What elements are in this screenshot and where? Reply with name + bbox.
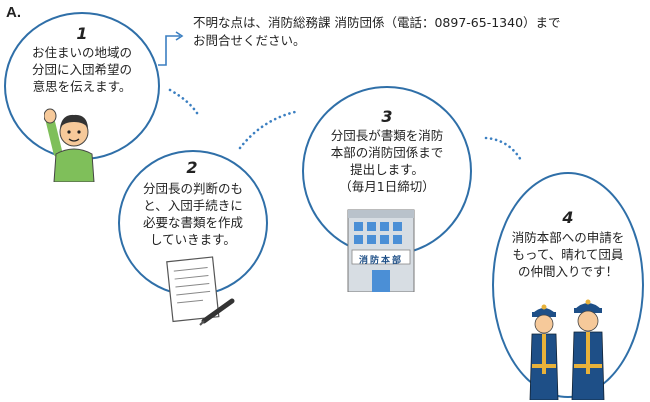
- fire-department-building-icon: [347, 209, 415, 292]
- step-1-number: 1: [76, 24, 88, 43]
- note-arrow: [158, 35, 180, 66]
- note-arrow-head: [175, 31, 184, 41]
- step-1-text: お住まいの地域の 分団に入団希望の 意思を伝えます。: [31, 45, 132, 94]
- step-4-number: 4: [562, 208, 574, 227]
- dotted-connector-1-2: [168, 88, 199, 115]
- section-label: A.: [6, 4, 21, 21]
- step-2-text: 分団長の判断のも と、入団手続きに 必要な書類を作成 していきます。: [142, 181, 243, 247]
- step-2-number: 2: [186, 158, 198, 177]
- step-3-number: 3: [381, 107, 393, 126]
- dotted-connector-2-3: [238, 110, 297, 150]
- firefighters-icon: [529, 299, 605, 400]
- step-3-text: 分団長が書類を消防 本部の消防団係まで 提出します。 （毎月1日締切）: [330, 128, 444, 194]
- document-and-pen-icon: [166, 256, 235, 326]
- dotted-connector-3-4: [484, 136, 524, 164]
- step-4-text: 消防本部への申請を もって、晴れて団員 の仲間入りです！: [511, 230, 625, 279]
- contact-note: 不明な点は、消防総務課 消防団係（電話：0897-65-1340）まで お問合せ…: [193, 15, 561, 48]
- person-raising-hand-icon: [44, 108, 95, 182]
- step-4-circle: [492, 172, 644, 398]
- building-sign: 消防本部: [358, 256, 403, 266]
